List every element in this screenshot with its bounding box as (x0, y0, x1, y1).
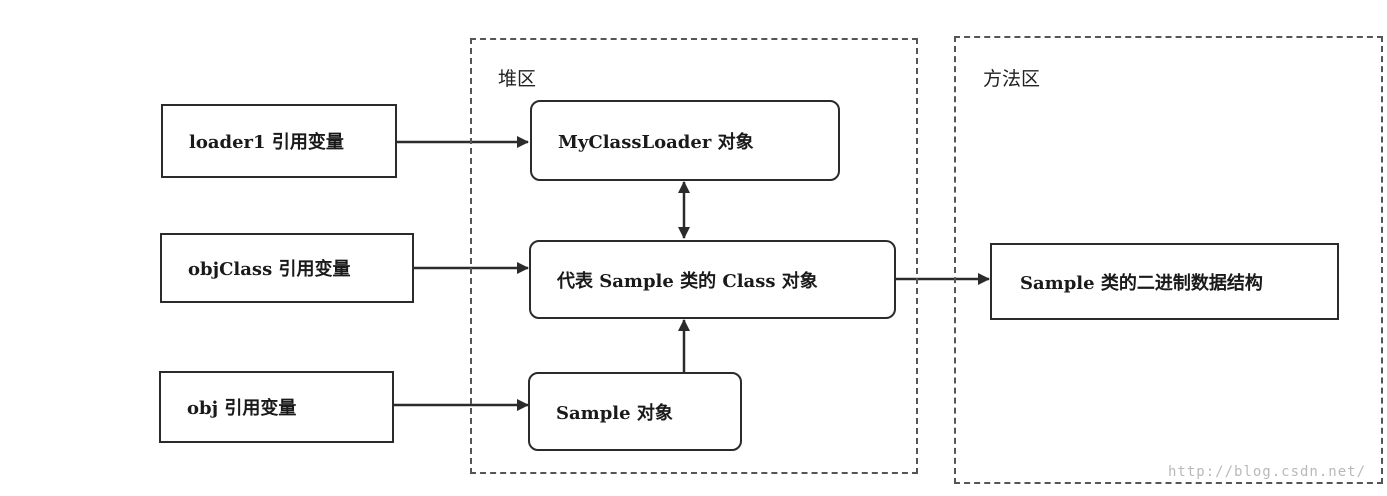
classloader-object-box: MyClassLoader 对象 (530, 100, 840, 181)
classloader-object-label: MyClassLoader 对象 (558, 131, 754, 153)
class-object-label: 代表 Sample 类的 Class 对象 (557, 270, 818, 292)
loader1-reference-label: loader1 引用变量 (189, 132, 344, 153)
class-object-box: 代表 Sample 类的 Class 对象 (529, 240, 896, 319)
obj-reference-label: obj 引用变量 (187, 398, 297, 419)
watermark-text: http://blog.csdn.net/ (1168, 464, 1367, 480)
objclass-reference-label: objClass 引用变量 (188, 259, 351, 280)
heap-region-label: 堆区 (498, 68, 537, 90)
binary-structure-box: Sample 类的二进制数据结构 (990, 243, 1339, 320)
heap-region (470, 38, 918, 474)
method-area-region-label: 方法区 (983, 68, 1041, 90)
obj-reference-box: obj 引用变量 (159, 371, 394, 443)
objclass-reference-box: objClass 引用变量 (160, 233, 414, 303)
sample-object-label: Sample 对象 (556, 402, 673, 424)
binary-structure-label: Sample 类的二进制数据结构 (1020, 272, 1263, 294)
method-area-region (954, 36, 1383, 484)
loader1-reference-box: loader1 引用变量 (161, 104, 397, 178)
sample-object-box: Sample 对象 (528, 372, 742, 451)
